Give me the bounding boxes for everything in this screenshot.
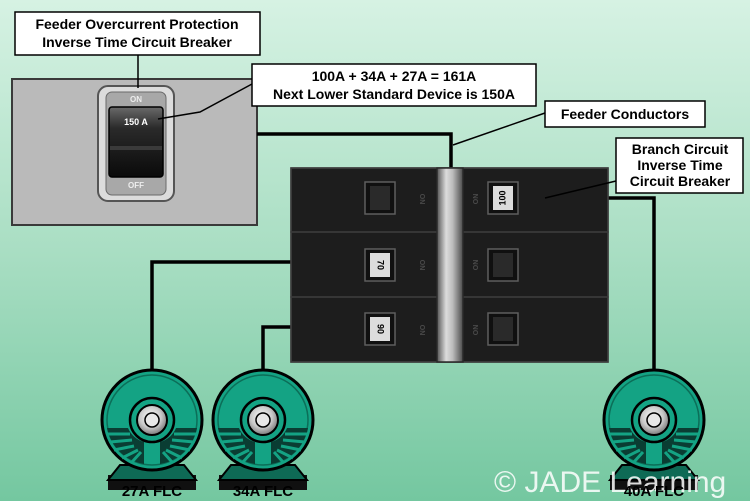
faint-on-mark-1: ON bbox=[418, 194, 425, 205]
faint-on-mark-6: ON bbox=[473, 325, 480, 336]
branch-wire-34a bbox=[261, 325, 291, 386]
motor-27a-label: 27A FLC bbox=[122, 483, 182, 500]
branch-panel bbox=[290, 167, 609, 363]
branch-line2: Inverse Time bbox=[637, 157, 723, 173]
breaker-middle-right bbox=[487, 248, 519, 282]
breaker-rating-70: 70 bbox=[376, 260, 386, 270]
calc-leader bbox=[157, 83, 253, 120]
faint-on-mark-3: ON bbox=[418, 325, 425, 336]
faint-on-mark-4: ON bbox=[473, 194, 480, 205]
bus-bar bbox=[436, 167, 464, 363]
motor-40a-label: 40A FLC bbox=[624, 483, 684, 500]
feeder-conductors-label: Feeder Conductors bbox=[561, 106, 690, 122]
feeder-conductors-leader bbox=[452, 112, 546, 146]
main-breaker-handle bbox=[108, 106, 164, 178]
calc-line1: 100A + 34A + 27A = 161A bbox=[312, 68, 477, 84]
callout-feeder-conductors: Feeder Conductors bbox=[544, 100, 706, 128]
motor-34a-label: 34A FLC bbox=[233, 483, 293, 500]
feeder-protection-line2: Inverse Time Circuit Breaker bbox=[42, 34, 232, 50]
breaker-top-right: 100 bbox=[487, 181, 519, 215]
breaker-middle-left: 70 bbox=[364, 248, 396, 282]
motor-34a bbox=[211, 368, 315, 492]
calc-line2: Next Lower Standard Device is 150A bbox=[273, 86, 515, 102]
branch-wire-40a bbox=[608, 196, 656, 386]
callout-feeder-protection: Feeder Overcurrent Protection Inverse Ti… bbox=[14, 11, 261, 56]
motor-27a bbox=[100, 368, 204, 492]
faint-on-mark-5: ON bbox=[473, 260, 480, 271]
copyright-watermark: © JADE Learning bbox=[494, 466, 726, 499]
callout-calculation: 100A + 34A + 27A = 161A Next Lower Stand… bbox=[251, 63, 537, 107]
feeder-protection-line1: Feeder Overcurrent Protection bbox=[35, 16, 238, 32]
branch-line1: Branch Circuit bbox=[632, 141, 729, 157]
main-breaker-on-label: ON bbox=[130, 95, 142, 104]
breaker-rating-100: 100 bbox=[497, 190, 507, 205]
breaker-top-left bbox=[364, 181, 396, 215]
wires bbox=[150, 132, 656, 386]
branch-breaker-leader bbox=[544, 180, 617, 199]
breaker-rating-90: 90 bbox=[376, 324, 386, 334]
callout-branch-breaker: Branch Circuit Inverse Time Circuit Brea… bbox=[615, 137, 744, 194]
branch-wire-27a bbox=[150, 260, 291, 386]
leader-lines bbox=[137, 55, 617, 199]
faint-on-mark-2: ON bbox=[418, 260, 425, 271]
breaker-bottom-right bbox=[487, 312, 519, 346]
main-breaker-off-label: OFF bbox=[128, 181, 144, 190]
branch-line3: Circuit Breaker bbox=[630, 173, 731, 189]
breaker-bottom-left: 90 bbox=[364, 312, 396, 346]
feeder-wire bbox=[257, 132, 453, 176]
main-breaker-rating: 150 A bbox=[124, 117, 148, 127]
